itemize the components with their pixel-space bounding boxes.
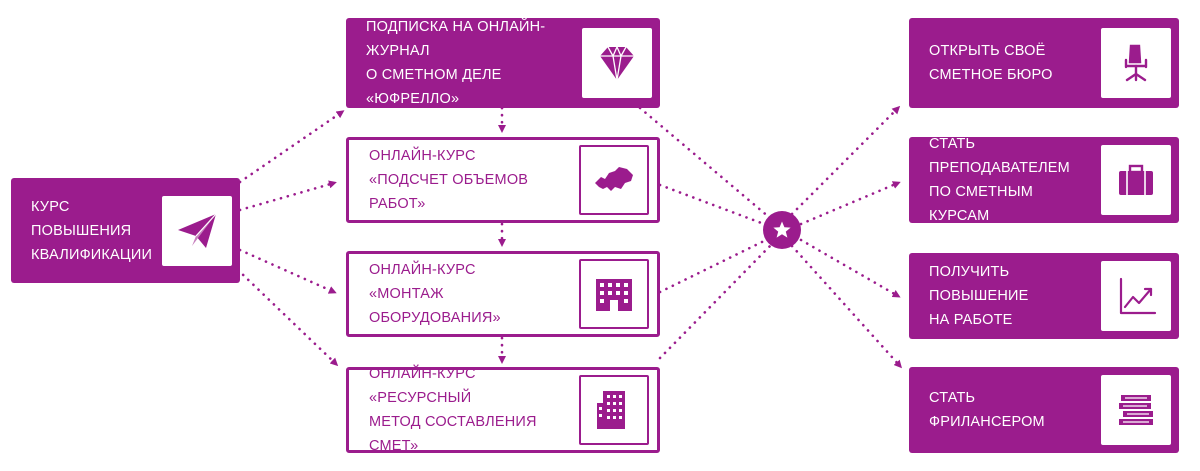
paper-plane-icon [162, 195, 232, 266]
course-box-resource-method: ОНЛАЙН-КУРС «РЕСУРСНЫЙ МЕТОД СОСТАВЛЕНИЯ… [346, 366, 660, 454]
connector-course-3-to-hub [658, 238, 768, 294]
growth-chart-icon [1101, 261, 1171, 331]
star-icon [773, 221, 791, 238]
office-chair-icon [1101, 28, 1171, 98]
office-building-icon [579, 375, 649, 445]
connector-course-4-to-hub [658, 244, 772, 360]
briefcase-icon [1101, 145, 1171, 215]
course-box-equipment-installation: ОНЛАЙН-КУРС «МОНТАЖ ОБОРУДОВАНИЯ» [346, 251, 660, 337]
course-label: ОНЛАЙН-КУРС «ПОДСЧЕТ ОБЪЕМОВ РАБОТ» [369, 148, 529, 212]
outcome-label: ОТКРЫТЬ СВОЁ СМЕТНОЕ БЮРО [929, 43, 1053, 83]
books-stack-icon [1101, 375, 1171, 445]
hub-star-node [763, 211, 801, 249]
start-box-qualification-course: КУРС ПОВЫШЕНИЯ КВАЛИФИКАЦИИ [11, 178, 240, 283]
course-box-volume-calculation: ОНЛАЙН-КУРС «ПОДСЧЕТ ОБЪЕМОВ РАБОТ» [346, 137, 660, 223]
connector-hub-to-outcome-3 [799, 238, 901, 298]
course-label: ПОДПИСКА НА ОНЛАЙН-ЖУРНАЛ О СМЕТНОМ ДЕЛЕ… [366, 19, 546, 107]
factory-building-icon [579, 259, 649, 329]
connector-course-2-to-hub [658, 183, 766, 226]
course-label: ОНЛАЙН-КУРС «МОНТАЖ ОБОРУДОВАНИЯ» [369, 262, 501, 326]
connector-hub-to-outcome-1 [790, 105, 901, 216]
outcome-label: СТАТЬ ПРЕПОДАВАТЕЛЕМ ПО СМЕТНЫМ КУРСАМ [929, 136, 1070, 224]
outcome-label: ПОЛУЧИТЬ ПОВЫШЕНИЕ НА РАБОТЕ [929, 264, 1029, 328]
outcome-box-freelancer: СТАТЬ ФРИЛАНСЕРОМ [909, 367, 1179, 453]
outcome-box-promotion: ПОЛУЧИТЬ ПОВЫШЕНИЕ НА РАБОТЕ [909, 253, 1179, 339]
start-box-label: КУРС ПОВЫШЕНИЯ КВАЛИФИКАЦИИ [31, 198, 153, 263]
connector-start-to-course-2 [238, 180, 337, 212]
course-box-journal-subscription: ПОДПИСКА НА ОНЛАЙН-ЖУРНАЛ О СМЕТНОМ ДЕЛЕ… [346, 18, 660, 108]
diamond-icon [582, 28, 652, 98]
outcome-box-open-bureau: ОТКРЫТЬ СВОЁ СМЕТНОЕ БЮРО [909, 18, 1179, 108]
outcome-label: СТАТЬ ФРИЛАНСЕРОМ [929, 390, 1045, 430]
connector-hub-to-outcome-4 [790, 244, 903, 369]
course-label: ОНЛАЙН-КУРС «РЕСУРСНЫЙ МЕТОД СОСТАВЛЕНИЯ… [369, 366, 537, 454]
connector-start-to-course-4 [236, 268, 339, 367]
connector-hub-to-outcome-2 [799, 181, 901, 226]
connector-start-to-course-3 [238, 248, 337, 294]
map-icon [579, 145, 649, 215]
connector-course-1-to-hub [638, 106, 772, 220]
outcome-box-become-teacher: СТАТЬ ПРЕПОДАВАТЕЛЕМ ПО СМЕТНЫМ КУРСАМ [909, 136, 1179, 224]
connector-start-to-course-1 [238, 110, 345, 184]
